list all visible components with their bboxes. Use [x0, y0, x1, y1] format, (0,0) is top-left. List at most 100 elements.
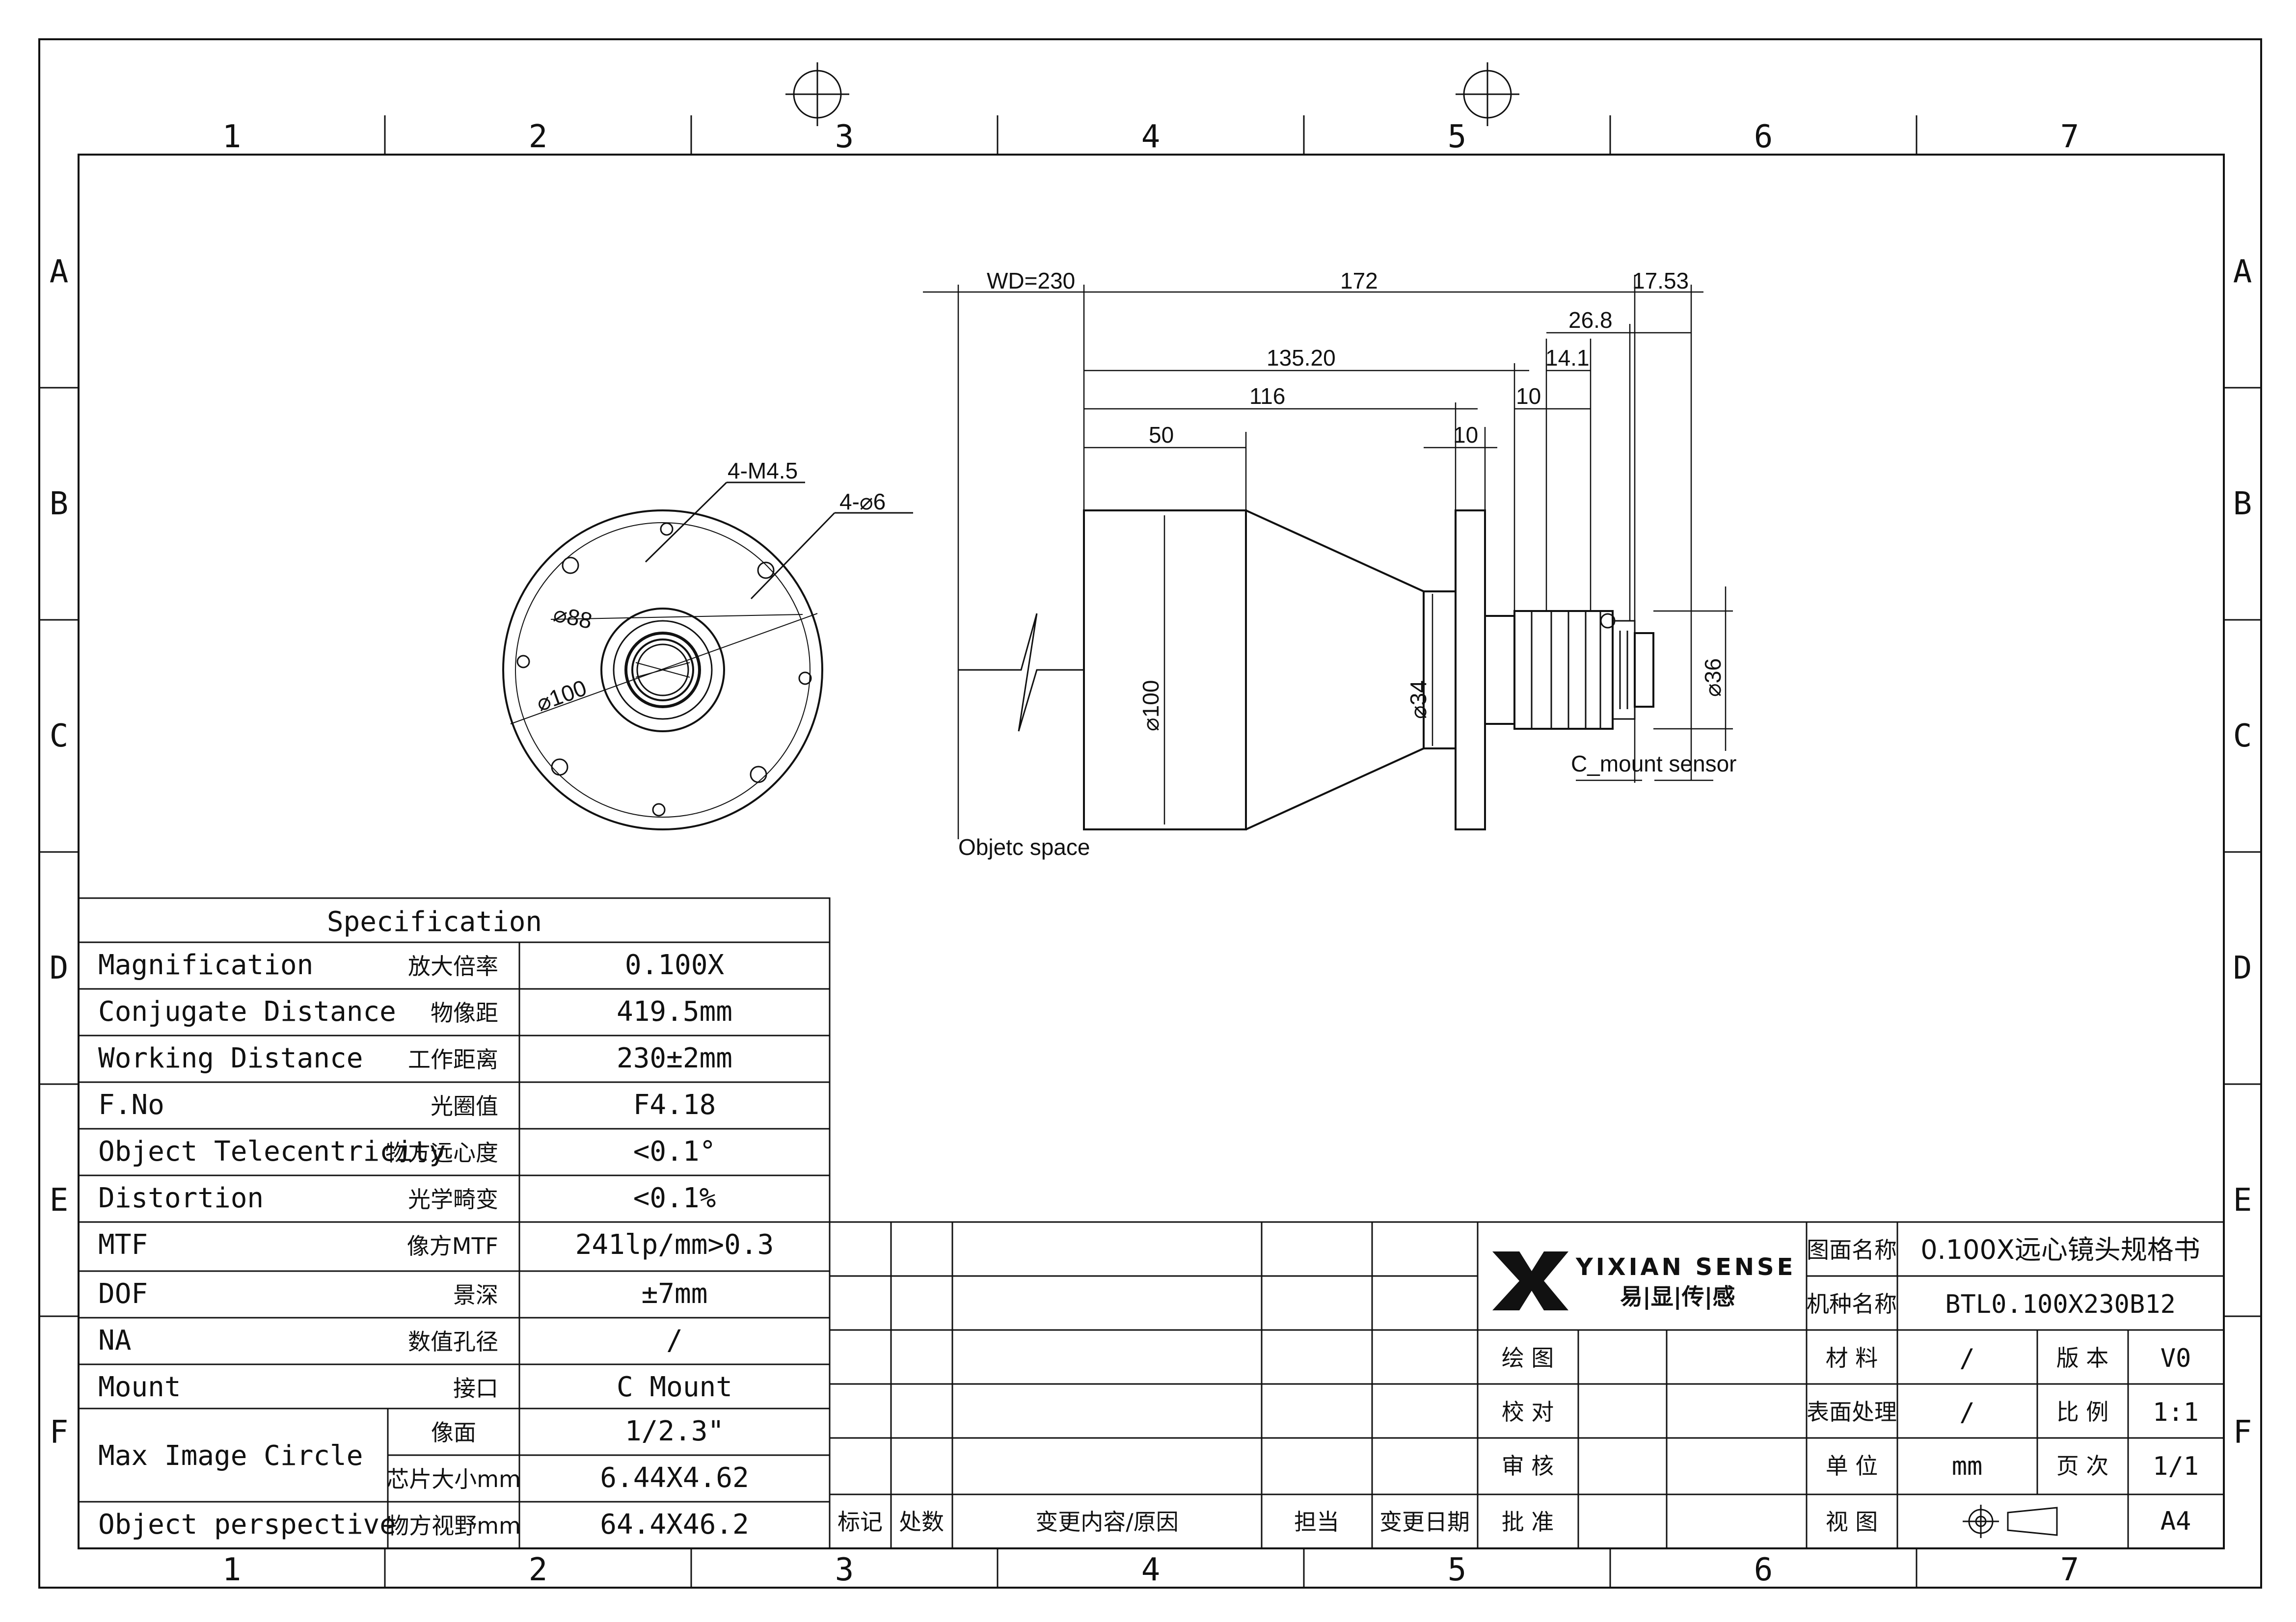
- spec-label: Mount: [98, 1371, 181, 1403]
- spec-label: Max Image Circle: [98, 1440, 363, 1472]
- spec-value: ±7mm: [642, 1278, 708, 1310]
- callout-holes: 4-⌀6: [839, 489, 886, 514]
- spec-label: Conjugate Distance: [98, 996, 396, 1028]
- spec-title: Specification: [327, 906, 542, 938]
- side-view: WD=230 172 17.53 26.8 135.20 14.1 116 10…: [923, 268, 1737, 860]
- spec-label-cn: 接口: [453, 1375, 498, 1402]
- dim-26-8: 26.8: [1568, 307, 1613, 333]
- rev-header: 变更内容/原因: [1035, 1509, 1179, 1535]
- spec-value: 64.4X46.2: [600, 1509, 749, 1541]
- row-label-right: D: [2233, 950, 2252, 986]
- col-label-top: 5: [1448, 119, 1467, 155]
- tb-label: 绘 图: [1502, 1345, 1554, 1371]
- spec-label: Distortion: [98, 1182, 264, 1214]
- rev-header: 担当: [1294, 1509, 1339, 1535]
- spec-label: DOF: [98, 1278, 148, 1310]
- spec-label-cn: 物方远心度: [385, 1140, 498, 1166]
- tb-label: 材 料: [1826, 1345, 1878, 1371]
- tb-label: 单 位: [1826, 1453, 1878, 1479]
- dim-50: 50: [1149, 422, 1174, 448]
- col-label-bottom: 4: [1141, 1552, 1161, 1588]
- rev-header: 标记: [837, 1509, 883, 1535]
- col-label-top: 3: [835, 119, 854, 155]
- col-label-top: 1: [222, 119, 242, 155]
- front-view: 4-M4.5 4-⌀6 ⌀88 ⌀100: [502, 458, 913, 830]
- spec-value: C Mount: [617, 1371, 732, 1403]
- column-ticks: [39, 115, 2261, 1588]
- tb-label: 比 例: [2056, 1399, 2109, 1425]
- logo-text: YIXIAN SENSE: [1575, 1253, 1796, 1281]
- tb-label: 机种名称: [1807, 1291, 1897, 1317]
- spec-label: Magnification: [98, 949, 313, 981]
- unit-value: mm: [1952, 1452, 1983, 1481]
- tb-label: 视 图: [1826, 1509, 1878, 1535]
- revision-table: 标记 处数 变更内容/原因 担当 变更日期: [829, 1221, 1479, 1549]
- spec-label-cn: 数值孔径: [408, 1329, 498, 1355]
- spec-label-cn: 光学畸变: [408, 1186, 498, 1213]
- dim-14-1: 14.1: [1545, 345, 1590, 371]
- outer-frame: [38, 38, 2262, 1589]
- spec-table: Specification Magnification Conjugate Di…: [78, 897, 831, 1549]
- spec-label: Object Telecentricity: [98, 1136, 446, 1168]
- spec-label: NA: [98, 1325, 131, 1356]
- col-label-top: 7: [2060, 119, 2080, 155]
- centering-mark-icon: [785, 62, 1519, 126]
- spec-value: 230±2mm: [617, 1042, 732, 1074]
- col-label-bottom: 2: [529, 1552, 548, 1588]
- tb-label: 图面名称: [1807, 1237, 1897, 1263]
- tb-label: 审 核: [1502, 1453, 1554, 1479]
- spec-sublabel: 物方视野mm: [386, 1513, 521, 1539]
- row-label-left: A: [50, 254, 69, 290]
- row-label-right: E: [2233, 1182, 2252, 1219]
- company-logo: YIXIAN SENSE 易|显|传|感: [1492, 1251, 1796, 1310]
- row-label-left: E: [50, 1182, 69, 1219]
- spec-label-cn: 光圈值: [431, 1093, 498, 1119]
- spec-label: F.No: [98, 1089, 164, 1121]
- object-space-label: Objetc space: [958, 834, 1090, 860]
- spec-sublabel: 像面: [431, 1419, 476, 1446]
- material-value: /: [1959, 1344, 1974, 1373]
- spec-label-cn: 放大倍率: [408, 953, 498, 980]
- dim-10a: 10: [1516, 383, 1541, 409]
- spec-value: 241lp/mm>0.3: [575, 1229, 774, 1261]
- col-label-bottom: 1: [222, 1552, 242, 1588]
- tb-label: 校 对: [1502, 1399, 1554, 1425]
- spec-label-cn: 工作距离: [408, 1046, 498, 1073]
- spec-value: F4.18: [633, 1089, 716, 1121]
- row-label-left: C: [50, 718, 69, 754]
- tb-label: 页 次: [2056, 1453, 2109, 1479]
- tb-label: 版 本: [2056, 1345, 2109, 1371]
- dim-116: 116: [1249, 383, 1285, 409]
- projection-symbol-icon: [1963, 1505, 2058, 1538]
- row-label-left: D: [50, 950, 69, 986]
- rev-header: 处数: [899, 1509, 944, 1535]
- spec-value: 6.44X4.62: [600, 1462, 749, 1494]
- tb-label: 表面处理: [1807, 1399, 1897, 1425]
- surface-value: /: [1959, 1398, 1974, 1427]
- dim-diameter-34: ⌀34: [1405, 680, 1431, 719]
- spec-label-cn: 物像距: [431, 1000, 498, 1026]
- dim-10b: 10: [1453, 422, 1478, 448]
- row-label-left: F: [50, 1414, 69, 1451]
- dim-135-20: 135.20: [1267, 345, 1336, 371]
- version-value: V0: [2161, 1344, 2191, 1373]
- row-label-left: B: [50, 486, 69, 522]
- col-label-bottom: 5: [1448, 1552, 1467, 1588]
- inner-frame: [78, 154, 2225, 1549]
- row-label-right: A: [2233, 254, 2252, 290]
- dim-working-distance: WD=230: [987, 268, 1075, 293]
- row-label-right: C: [2233, 718, 2252, 754]
- spec-value: <0.1°: [633, 1136, 716, 1168]
- callout-outer-diameter: ⌀100: [533, 675, 590, 717]
- dim-172: 172: [1340, 268, 1378, 293]
- dim-diameter-36: ⌀36: [1700, 658, 1726, 697]
- spec-value: 1/2.3": [625, 1415, 724, 1447]
- spec-label-cn: 景深: [453, 1282, 498, 1308]
- spec-value: /: [666, 1325, 683, 1356]
- col-label-top: 6: [1754, 119, 1773, 155]
- rev-header: 变更日期: [1379, 1509, 1470, 1535]
- col-label-bottom: 6: [1754, 1552, 1773, 1588]
- callout-threads: 4-M4.5: [728, 458, 798, 483]
- row-label-right: B: [2233, 486, 2252, 522]
